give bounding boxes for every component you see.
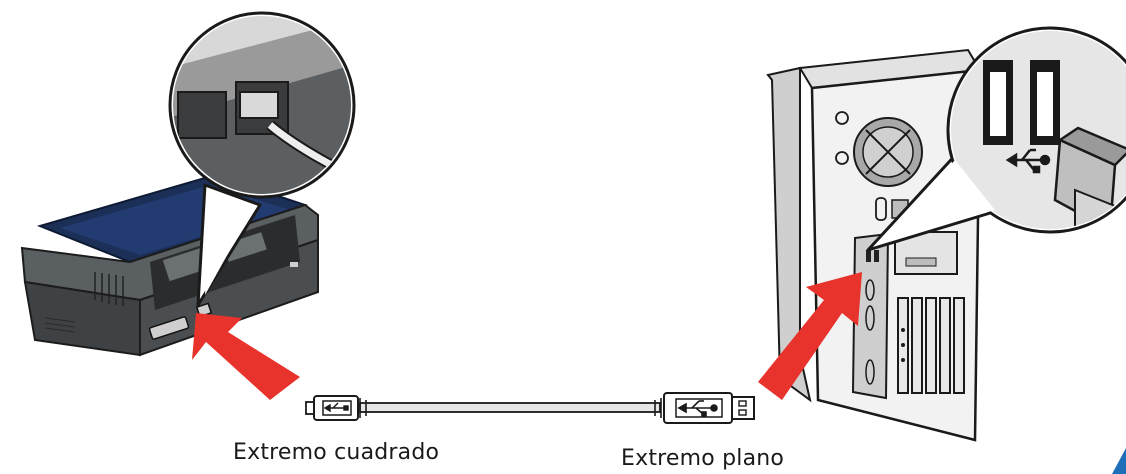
flat-end-label: Extremo plano xyxy=(621,446,785,471)
computer-arrow xyxy=(758,272,862,400)
computer-tower-illustration xyxy=(766,48,982,442)
square-end-connector xyxy=(305,395,367,421)
printer-arrow xyxy=(192,313,300,400)
usb-cable xyxy=(305,392,755,424)
square-end-label: Extremo cuadrado xyxy=(233,440,440,465)
usb-symbol-icon xyxy=(1005,148,1051,174)
corner-accent xyxy=(1112,448,1126,474)
printer-illustration xyxy=(20,173,319,357)
flat-end-connector xyxy=(654,392,755,424)
